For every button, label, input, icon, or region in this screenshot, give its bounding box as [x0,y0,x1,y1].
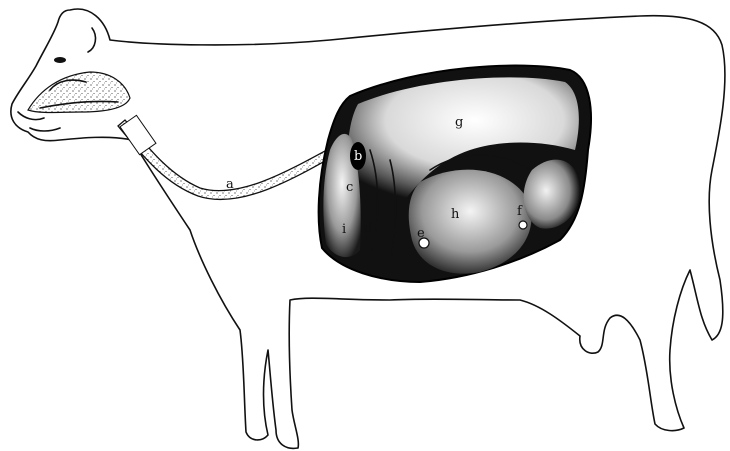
sphincter-f [519,221,527,229]
label-b: b [354,149,362,164]
eye [54,57,66,63]
label-a: a [226,177,234,192]
head-cutaway [28,72,130,113]
label-g: g [455,115,463,130]
label-i: i [342,222,346,237]
label-c: c [346,180,353,195]
label-d: d [364,221,372,236]
label-e: e [417,226,425,241]
stomach [319,66,591,282]
label-h: h [451,207,460,222]
